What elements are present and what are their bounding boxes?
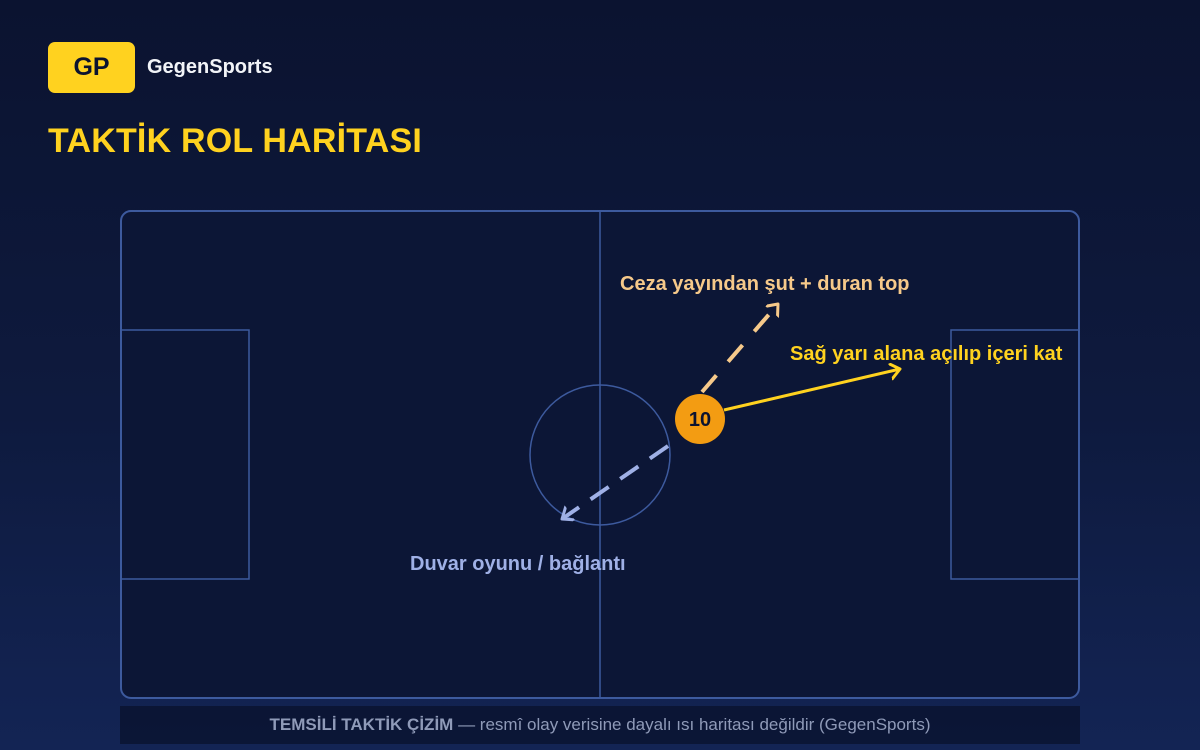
run-label-link-play: Duvar oyunu / bağlantı xyxy=(410,553,626,575)
footer-disclaimer: TEMSİLİ TAKTİK ÇİZİM — resmî olay verisi… xyxy=(120,706,1080,744)
run-arrow-half-space xyxy=(723,369,900,412)
page-title: TAKTİK ROL HARİTASI xyxy=(48,122,422,160)
center-circle xyxy=(529,384,671,526)
brand-name: GegenSports xyxy=(147,56,273,78)
right-penalty-box xyxy=(950,329,1080,580)
footer-disclaimer-strong: TEMSİLİ TAKTİK ÇİZİM xyxy=(269,715,454,734)
run-label-half-space: Sağ yarı alana açılıp içeri kat xyxy=(790,343,1063,365)
left-penalty-box xyxy=(120,329,250,580)
player-number: 10 xyxy=(689,409,711,431)
footer-disclaimer-rest: — resmî olay verisine dayalı ısı haritas… xyxy=(453,715,931,734)
brand-logo: GP xyxy=(48,42,135,93)
run-label-shot: Ceza yayından şut + duran top xyxy=(620,273,910,295)
player-marker: 10 xyxy=(675,394,725,444)
run-arrow-link-play xyxy=(562,444,670,519)
player-circle xyxy=(675,394,725,444)
run-arrow-shot xyxy=(700,304,780,394)
